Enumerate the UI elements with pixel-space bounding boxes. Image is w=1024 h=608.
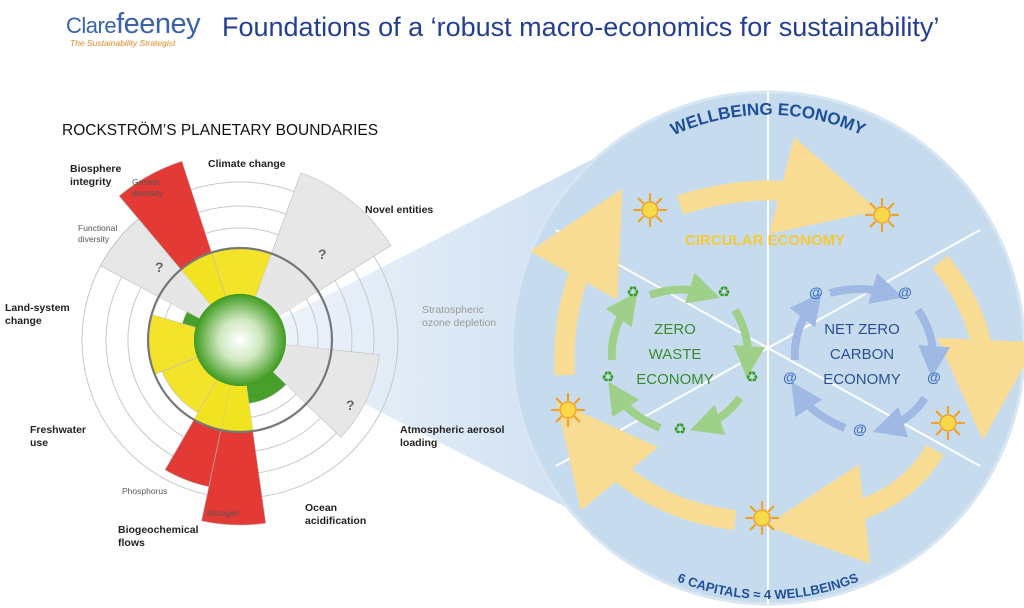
- label-climate-change: Climate change: [208, 158, 286, 170]
- net-zero-line-2: CARBON: [830, 346, 894, 363]
- logo-tagline: The Sustainability Strategist: [70, 38, 176, 48]
- logo-name-part2: feeney: [116, 8, 201, 40]
- spiral-icon: @: [927, 369, 941, 385]
- zero-waste-line-1: ZERO: [654, 321, 696, 338]
- recycle-icon: ♻: [626, 284, 639, 301]
- label-freshwater-use: Freshwater use: [30, 424, 87, 449]
- sun-icon: [930, 405, 966, 441]
- spiral-icon: @: [898, 284, 912, 300]
- logo: Clarefeeney: [66, 8, 201, 41]
- recycle-icon: ♻: [717, 284, 730, 301]
- spiral-icon: @: [809, 284, 823, 300]
- slide-title: Foundations of a ‘robust macro-economics…: [222, 12, 940, 42]
- recycle-icon: ♻: [745, 369, 758, 386]
- circular-economy-arrows: [529, 137, 1024, 564]
- unknown-mark-1: ?: [155, 259, 164, 275]
- wedge-nitrogen-inner: [220, 340, 253, 432]
- label-biosphere-integrity: Biosphere integrity: [70, 163, 122, 188]
- label-phosphorus: Phosphorus: [122, 486, 168, 496]
- sun-icon: [550, 392, 586, 428]
- label-stratospheric-ozone: Stratospheric ozone depletion: [422, 304, 497, 329]
- spiral-icon: @: [853, 421, 867, 437]
- planetary-heading: ROCKSTRÖM’S PLANETARY BOUNDARIES: [62, 122, 379, 139]
- label-nitrogen: Nitrogen: [207, 508, 240, 518]
- recycle-icon: ♻: [601, 369, 614, 386]
- net-zero-line-1: NET ZERO: [824, 321, 900, 338]
- sun-icons: [550, 192, 966, 536]
- label-functional-diversity: Functional diversity: [78, 223, 118, 244]
- sun-icon: [632, 192, 668, 228]
- spiral-icon: @: [783, 369, 797, 385]
- label-ocean-acidification: Ocean acidification: [305, 502, 367, 527]
- zero-waste-line-3: ECONOMY: [636, 371, 714, 388]
- unknown-mark-3: ?: [346, 397, 355, 413]
- label-land-system-change: Land-system change: [5, 302, 70, 327]
- label-genetic-diversity: Genetic diversity: [132, 177, 164, 198]
- label-novel-entities: Novel entities: [365, 204, 434, 216]
- zero-waste-loop: [605, 272, 766, 435]
- label-biogeochemical-flows: Biogeochemical flows: [118, 524, 199, 549]
- safe-zone: [194, 294, 286, 386]
- label-aerosol-loading: Atmospheric aerosol loading: [400, 424, 505, 449]
- circular-economy-label: CIRCULAR ECONOMY: [685, 232, 845, 249]
- net-zero-loop: [789, 273, 951, 438]
- sun-icon: [864, 197, 900, 233]
- logo-name-part1: Clare: [66, 13, 117, 38]
- recycle-icon: ♻: [673, 421, 686, 438]
- loop-icons: ♻ ♻ ♻ ♻ ♻ @ @ @ @ @: [601, 284, 941, 438]
- zero-waste-line-2: WASTE: [649, 346, 702, 363]
- boundary-ring: [146, 246, 334, 434]
- unknown-mark-2: ?: [318, 246, 327, 262]
- sun-icon: [744, 500, 780, 536]
- net-zero-line-3: ECONOMY: [823, 371, 901, 388]
